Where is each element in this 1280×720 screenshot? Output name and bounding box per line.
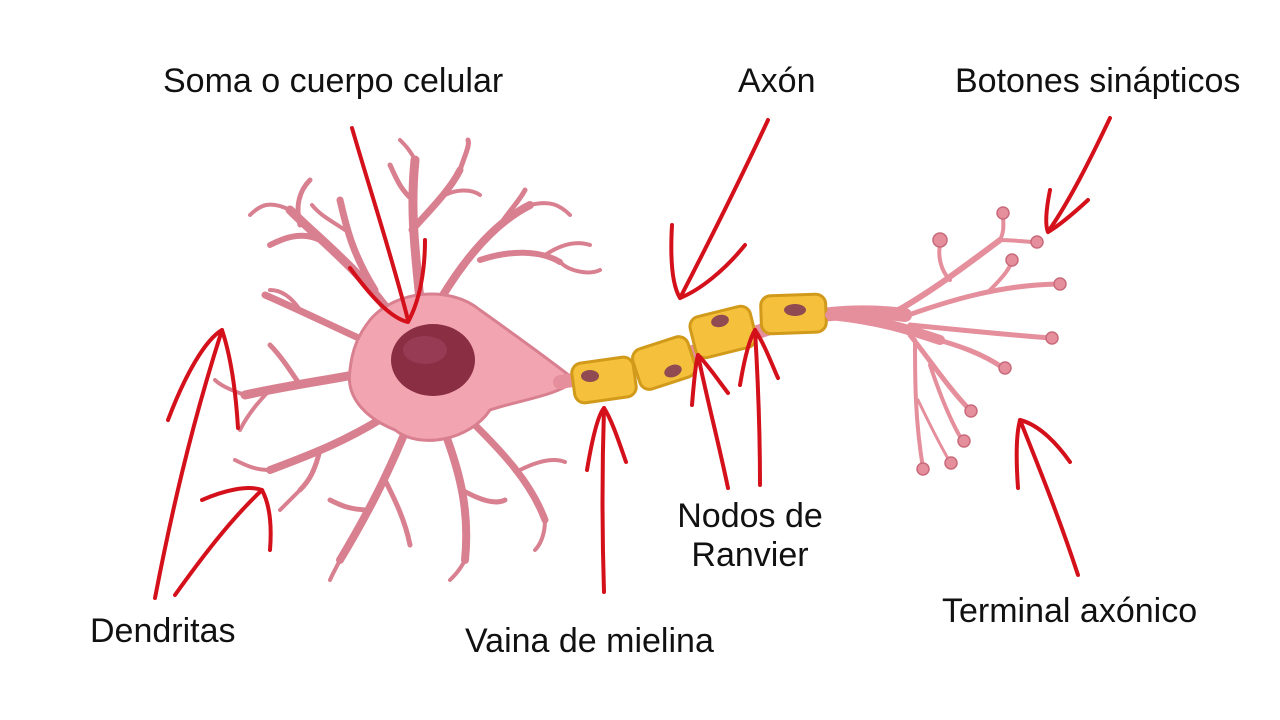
- nucleus-highlight: [403, 336, 447, 364]
- vaina-arrowhead: [585, 406, 628, 472]
- botones-arrow: [1046, 116, 1112, 234]
- label-vaina-de-mielina: Vaina de mielina: [465, 622, 714, 660]
- label-nodos-line-1: Nodos de: [677, 497, 823, 535]
- label-soma: Soma o cuerpo celular: [163, 62, 504, 100]
- schwann-nuclei: [581, 304, 806, 382]
- label-botones-sinapticos: Botones sinápticos: [955, 62, 1241, 100]
- dendritas-arrow-1: [153, 328, 224, 600]
- dendritas-arrowhead-1: [166, 328, 240, 430]
- dendrites: [213, 137, 602, 582]
- label-axon: Axón: [738, 62, 816, 100]
- synaptic-buttons: [916, 206, 1067, 476]
- dendritas-arrow-2: [173, 488, 264, 597]
- axon-terminal: [825, 213, 1061, 470]
- dendritas-arrowhead-2: [200, 486, 273, 552]
- axon-arrowhead: [669, 223, 747, 300]
- nodos-arrow-1: [696, 353, 730, 490]
- label-terminal-axonico: Terminal axónico: [942, 592, 1198, 630]
- terminal-arrowhead: [1014, 418, 1072, 490]
- annotation-arrows: [153, 116, 1112, 600]
- vaina-arrow: [600, 406, 606, 594]
- terminal-arrow: [1018, 418, 1080, 577]
- botones-arrowhead: [1044, 188, 1090, 234]
- label-dendritas: Dendritas: [90, 612, 236, 650]
- nodos-arrowhead-1: [690, 353, 730, 407]
- soma-arrowhead: [348, 238, 427, 324]
- label-nodos-de-ranvier: Nodos de Ranvier: [677, 497, 823, 575]
- nodos-arrow-2: [753, 328, 762, 487]
- nodos-arrowhead-2: [738, 328, 780, 387]
- soma-arrow: [350, 126, 410, 322]
- axon-arrow: [678, 118, 770, 300]
- label-nodos-line-2: Ranvier: [691, 536, 809, 575]
